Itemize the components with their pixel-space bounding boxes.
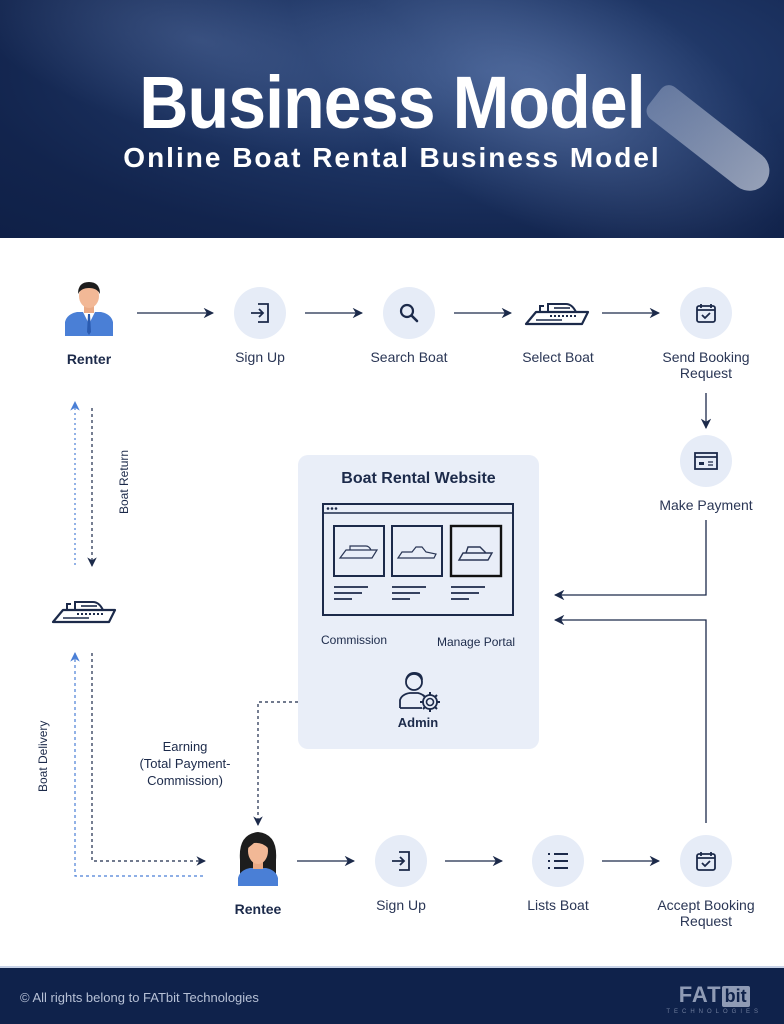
node-label: Search Boat <box>370 349 448 365</box>
admin-label: Admin <box>397 715 439 730</box>
node-search-boat: Search Boat <box>354 287 464 365</box>
logo-bit: bit <box>721 986 750 1007</box>
node-renter: Renter <box>34 280 144 367</box>
boat-delivery-label: Boat Delivery <box>36 720 50 792</box>
node-label: Sign Up <box>235 349 285 365</box>
header-banner: Business Model Online Boat Rental Busine… <box>0 0 784 238</box>
footer-divider <box>0 966 784 968</box>
yacht-icon <box>503 287 613 339</box>
footer: © All rights belong to FATbit Technologi… <box>0 968 784 1024</box>
website-title: Boat Rental Website <box>341 470 496 487</box>
manage-portal-label: Manage Portal <box>437 635 516 649</box>
node-label: Select Boat <box>522 349 594 365</box>
search-icon <box>383 287 435 339</box>
credit-card-icon <box>680 435 732 487</box>
node-send-booking-request: Send Booking Request <box>651 287 761 381</box>
node-rentee-sign-up: Sign Up <box>346 835 456 913</box>
node-make-payment: Make Payment <box>651 435 761 513</box>
yacht-icon <box>44 596 126 631</box>
logo-main: FAT <box>678 982 722 1007</box>
arrow-accept-website <box>553 614 707 823</box>
earning-line: (Total Payment- <box>139 756 231 771</box>
admin-icon <box>396 668 442 719</box>
page-subtitle: Online Boat Rental Business Model <box>123 142 661 173</box>
list-icon <box>532 835 584 887</box>
page-title: Business Model <box>139 61 645 144</box>
earning-label: Earning (Total Payment- Commission) <box>120 738 250 789</box>
earning-line: Commission) <box>147 773 223 788</box>
sign-in-icon <box>375 835 427 887</box>
node-select-boat: Select Boat <box>503 287 613 365</box>
boat-return-label: Boat Return <box>117 449 131 514</box>
sign-in-icon <box>234 287 286 339</box>
node-accept-booking-request: Accept Booking Request <box>651 835 761 929</box>
node-label: Rentee <box>234 901 282 917</box>
copyright-text: © All rights belong to FATbit Technologi… <box>20 990 259 1005</box>
woman-avatar-icon <box>238 832 278 886</box>
node-label: Make Payment <box>659 497 753 513</box>
node-label: Send Booking Request <box>662 349 750 381</box>
earning-line: Earning <box>162 739 208 754</box>
arrow-earning <box>253 701 298 826</box>
logo-sub: TECHNOLOGIES <box>666 1009 762 1015</box>
man-avatar-icon <box>65 282 113 336</box>
node-label: Renter <box>66 351 112 367</box>
arrow-payment-website <box>553 520 707 601</box>
node-sign-up: Sign Up <box>205 287 315 365</box>
node-lists-boat: Lists Boat <box>503 835 613 913</box>
node-label: Accept Booking Request <box>657 897 755 929</box>
commission-label: Commission <box>321 633 388 647</box>
node-label: Lists Boat <box>527 897 589 913</box>
website-mockup-icon <box>322 503 514 621</box>
node-label: Sign Up <box>376 897 426 913</box>
calendar-check-icon <box>680 835 732 887</box>
calendar-check-icon <box>680 287 732 339</box>
node-rentee: Rentee <box>203 830 313 917</box>
